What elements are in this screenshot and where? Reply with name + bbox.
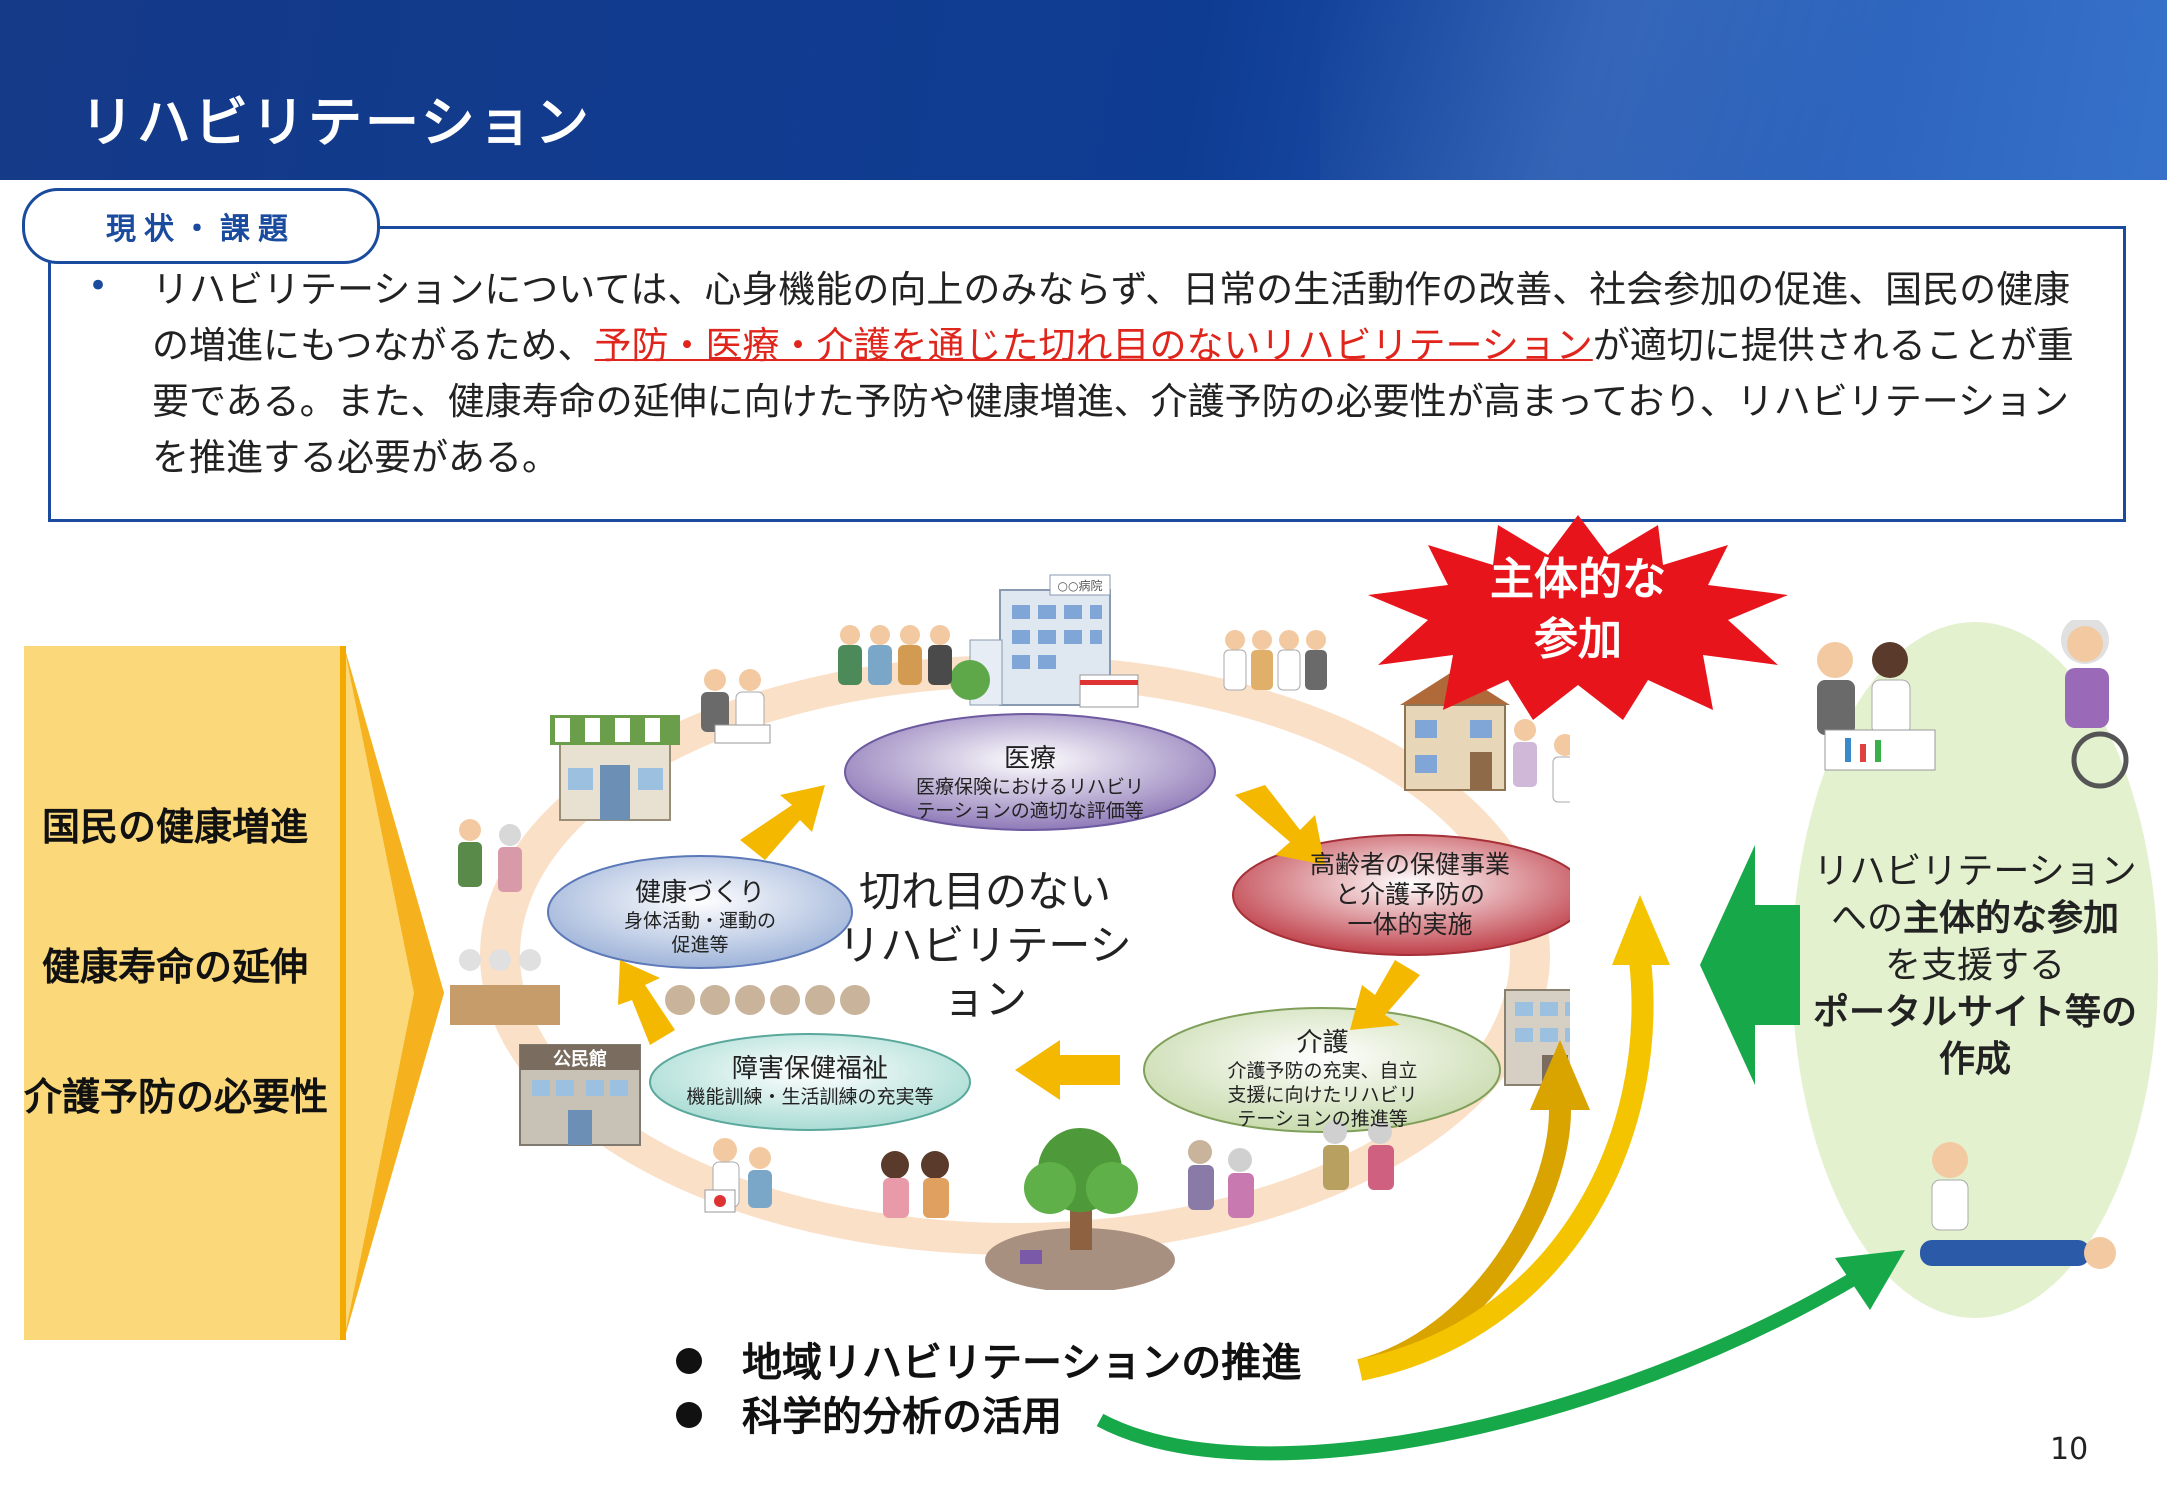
portal-line2-prefix: への [1830,898,1903,939]
oval-medical [844,713,1216,831]
arrow-care-to-disability [1015,1040,1120,1100]
goal-item-1: 国民の健康増進 [42,805,309,849]
burst-line1: 主体的な [1490,554,1666,605]
status-tab-label: 現状・課題 [106,212,296,247]
portal-text: リハビリテーション への主体的な参加 を支援する ポータルサイト等の 作成 [1790,848,2160,1083]
bottom-item-1: 地域リハビリテーションの推進 [676,1330,1301,1388]
care-sub3: テーションの推進等 [1237,1108,1408,1130]
portal-line4: ポータルサイト等の [1812,992,2137,1033]
center-line1: 切れ目のない [858,867,1111,916]
status-text-after: が適切に提供されることが重要である。また、健康寿命の延伸に向けた予防や健康増進、… [152,324,2074,479]
medical-sub1: 医療保険におけるリハビリ [915,776,1144,798]
burst-line2: 参加 [1534,614,1622,665]
page-title: リハビリテーション [80,91,592,154]
consultation-icon [1817,642,1936,771]
portal-line5: 作成 [1938,1039,2011,1080]
hospital-sign: ○○病院 [1058,578,1103,593]
care-title: 介護 [1296,1028,1349,1058]
rehab-exercise-icon [1920,1142,2116,1269]
oval-health [547,855,853,969]
status-text-highlight: 予防・医療・介護を通じた切れ目のないリハビリテーション [594,324,1593,367]
hall-sign: 公民館 [553,1048,607,1070]
oval-disability [649,1033,971,1131]
disability-title: 障害保健福祉 [731,1054,888,1084]
label-disability: 障害保健福祉 機能訓練・生活訓練の充実等 [660,1048,960,1109]
portal-line2-bold: 主体的な参加 [1903,898,2120,939]
portal-line1: リハビリテーション [1813,851,2137,892]
status-tab: 現状・課題 [22,188,380,264]
status-text-before: リハビリテーションについては、心身機能の向上のみならず、日常の生活動作の改善、社… [152,268,2071,367]
bottom-item-2-text: 科学的分析の活用 [742,1394,1062,1440]
center-line2: リハビリテーション [838,921,1132,1024]
health-title: 健康づくり [634,878,765,908]
health-sub2: 促進等 [671,934,729,956]
portal-ellipse [1792,620,2158,1318]
burst-text: 主体的な 参加 [1358,550,1798,670]
participation-burst: 主体的な 参加 [1358,515,1798,720]
portal-arrow-icon [1700,845,1800,1085]
oval-care [1143,1007,1501,1133]
hospital-icon [950,574,1139,708]
care-sub2: 支援に向けたリハビリ [1227,1084,1418,1106]
goals-panel-shape [24,646,444,1340]
arrow-disability-to-health [618,960,675,1045]
portal-line2: への主体的な参加 [1790,895,2160,942]
disability-sub: 機能訓練・生活訓練の充実等 [686,1086,934,1108]
goal-item-3: 介護予防の必要性 [24,1075,329,1119]
goals-panel: 国民の健康増進 健康寿命の延伸 介護予防の必要性 [24,646,444,1340]
arrow-elderly-to-care [1350,960,1420,1030]
label-medical: 医療 医療保険におけるリハビリ テーションの適切な評価等 [855,738,1205,823]
elderly-line1: 高齢者の保健事業 [1309,850,1510,879]
park-tree-icon [985,1128,1175,1292]
shop-icon [550,715,680,821]
bullet-dot-2 [676,1402,702,1428]
wheelchair-user-icon [2061,620,2129,789]
title-bar [0,0,2167,180]
bottom-item-2: 科学的分析の活用 [676,1384,1062,1442]
page-number: 10 [2050,1432,2089,1467]
center-label: 切れ目のない リハビリテーション [835,865,1135,1027]
bottom-item-1-text: 地域リハビリテーションの推進 [742,1340,1302,1386]
goal-item-2: 健康寿命の延伸 [42,945,309,989]
care-sub1: 介護予防の充実、自立 [1227,1060,1418,1082]
elderly-line2: と介護予防の [1334,880,1485,909]
medical-sub2: テーションの適切な評価等 [916,800,1144,822]
portal-line3: を支援する [1884,945,2065,986]
elderly-line3: 一体的実施 [1347,910,1473,939]
label-elderly: 高齢者の保健事業 と介護予防の 一体的実施 [1245,850,1575,940]
status-box [48,226,2126,522]
arrow-health-to-medical [740,785,825,860]
label-care: 介護 介護予防の充実、自立 支援に向けたリハビリ テーションの推進等 [1155,1022,1490,1131]
bullet-dot-1 [676,1348,702,1374]
header-sheen [1320,0,2167,180]
arrow-medical-to-elderly [1235,785,1325,865]
health-sub1: 身体活動・運動の [623,910,776,932]
public-hall-icon: 公民館 [519,1044,641,1146]
medical-title: 医療 [1003,744,1056,774]
bullet-marker: • [88,266,109,306]
burst-shape [1368,515,1788,720]
label-health: 健康づくり 身体活動・運動の 促進等 [555,872,845,957]
status-paragraph: リハビリテーションについては、心身機能の向上のみならず、日常の生活動作の改善、社… [152,262,2082,486]
